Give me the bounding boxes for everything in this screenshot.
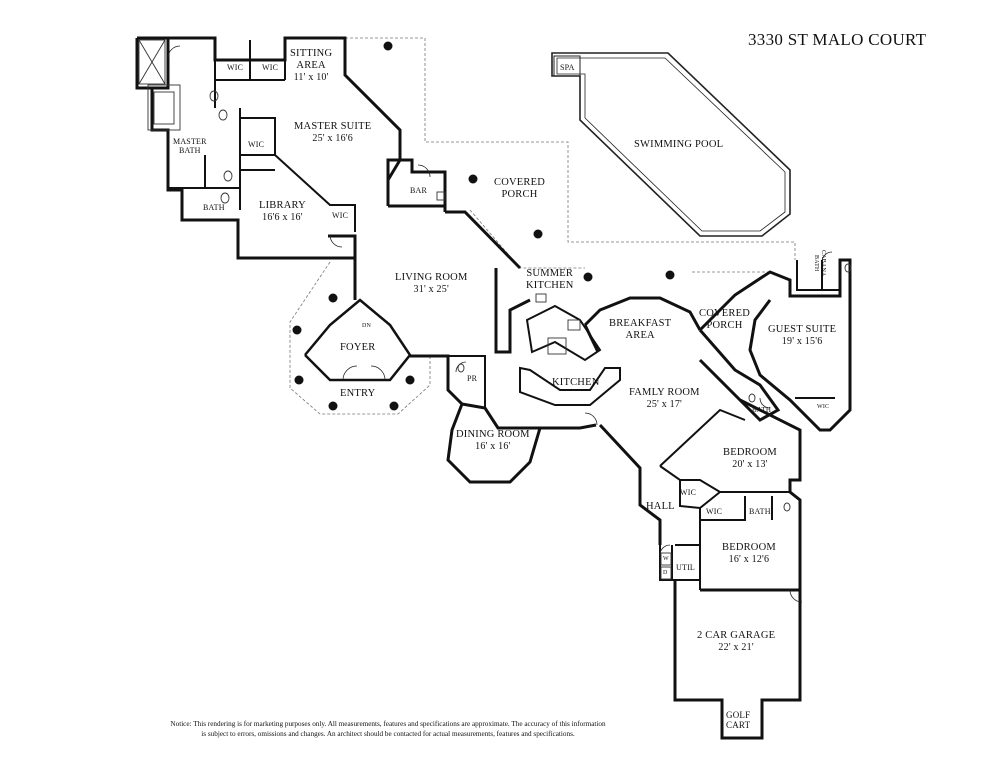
room-dims: 16' x 12'6 — [728, 554, 770, 565]
room-dims: 19' x 15'6 — [781, 336, 823, 347]
room-bar: BAR — [410, 186, 428, 195]
room-dims: 20' x 13' — [732, 459, 768, 470]
covered-porch-outline — [345, 37, 796, 273]
spa — [553, 55, 581, 77]
room-entry: ENTRY — [340, 388, 376, 399]
column — [294, 375, 304, 385]
master-shower — [138, 39, 166, 85]
column — [389, 401, 399, 411]
door-swings — [167, 45, 833, 603]
room-wic: WIC — [227, 63, 244, 72]
room-breakfast-area: BREAKFAST AREA — [609, 318, 672, 341]
column — [383, 41, 393, 51]
room-hall: HALL — [646, 501, 675, 512]
entry-canopy-outline — [289, 261, 431, 415]
room-dims: 16' x 16' — [475, 441, 511, 452]
room-wic: WIC — [817, 404, 830, 410]
column — [328, 401, 338, 411]
room-name: BEDROOM — [723, 447, 777, 458]
room-name: GUEST SUITE — [768, 324, 837, 335]
room-kitchen: KITCHEN — [552, 377, 600, 388]
room-bath: BATH — [203, 203, 225, 212]
room-summer-kitchen: SUMMER KITCHEN — [526, 268, 574, 291]
room-dims: 16'6 x 16' — [262, 212, 303, 223]
property-title: 3330 ST MALO COURT — [748, 30, 927, 49]
disclaimer-notice: Notice: This rendering is for marketing … — [128, 719, 648, 739]
swimming-pool — [551, 52, 791, 237]
room-wic: WIC — [248, 140, 265, 149]
room-bath: BATH — [749, 507, 771, 516]
column — [468, 174, 478, 184]
room-bath: BATH — [752, 406, 772, 414]
room-golf-cart: GOLF CART — [726, 710, 751, 730]
room-dims: 31' x 25' — [413, 284, 449, 295]
room-dims: 22' x 21' — [718, 642, 754, 653]
room-name: BEDROOM — [722, 542, 776, 553]
washer-label: W — [663, 556, 669, 562]
room-utility: UTIL — [676, 563, 696, 572]
room-name: 2 CAR GARAGE — [697, 630, 776, 641]
fixtures — [138, 39, 852, 580]
room-powder-room: PR — [467, 374, 478, 383]
stair-down-label: DN — [362, 323, 372, 329]
column — [665, 270, 675, 280]
room-name: LIVING ROOM — [395, 272, 468, 283]
room-cabana-bath: CABANA BATH — [813, 250, 826, 277]
column — [533, 229, 543, 239]
room-dims: 11' x 10' — [293, 72, 329, 83]
column — [405, 375, 415, 385]
notice-line: Notice: This rendering is for marketing … — [170, 720, 606, 728]
room-dims: 25' x 16'6 — [312, 133, 353, 144]
room-wic: WIC — [332, 211, 349, 220]
room-wic: WIC — [680, 488, 697, 497]
room-covered-porch: COVERED PORCH — [494, 177, 545, 200]
master-tub — [147, 84, 181, 131]
room-foyer: FOYER — [340, 342, 376, 353]
room-name: FAMLY ROOM — [629, 387, 700, 398]
room-dims: 25' x 17' — [646, 399, 683, 410]
dryer-label: D — [663, 570, 668, 576]
column — [328, 293, 338, 303]
room-name: LIBRARY — [259, 200, 306, 211]
room-wic: WIC — [706, 507, 723, 516]
porch-columns — [292, 41, 675, 411]
room-wic: WIC — [262, 63, 279, 72]
room-name: SITTING AREA — [290, 48, 333, 71]
room-name: DINING ROOM — [456, 429, 530, 440]
room-covered-porch: COVERED PORCH — [699, 308, 750, 331]
column — [583, 272, 593, 282]
swimming-pool-label: SWIMMING POOL — [634, 139, 724, 150]
room-name: MASTER SUITE — [294, 121, 372, 132]
room-master-bath: MASTER BATH — [173, 137, 207, 155]
notice-line: is subject to errors, omissions and chan… — [201, 730, 575, 738]
walls — [135, 36, 852, 740]
spa-label: SPA — [560, 63, 575, 72]
column — [292, 325, 302, 335]
